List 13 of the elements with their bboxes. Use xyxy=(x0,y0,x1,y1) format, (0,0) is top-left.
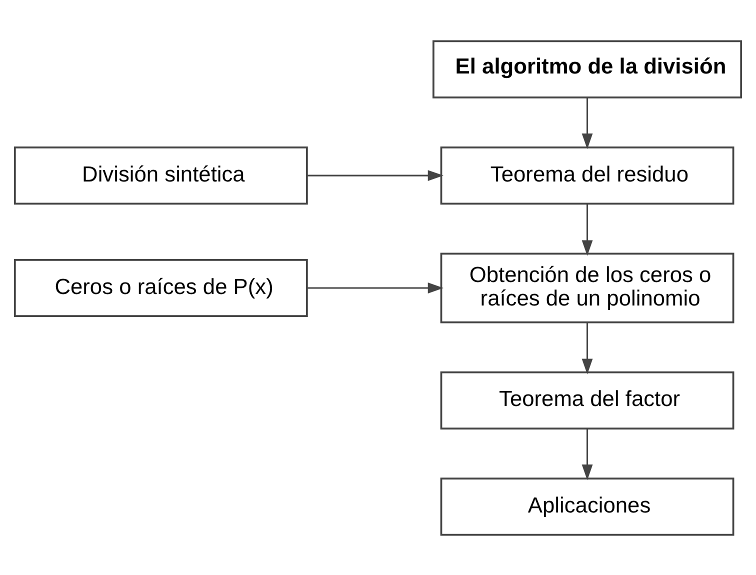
arrow xyxy=(307,170,444,181)
node-box: Aplicaciones xyxy=(440,477,734,536)
node-box: El algoritmo de la división xyxy=(432,40,742,98)
node-box: Ceros o raíces de P(x) xyxy=(14,258,308,317)
node-box: Teorema del factor xyxy=(440,370,734,429)
arrow xyxy=(582,428,593,480)
arrow xyxy=(307,282,444,293)
node-box: Teorema del residuo xyxy=(440,146,734,204)
node-box: Obtención de los ceros o raíces de un polinomio xyxy=(440,252,734,323)
arrow xyxy=(582,204,593,256)
node-box: División sintética xyxy=(14,146,308,204)
arrow xyxy=(582,322,593,374)
arrow xyxy=(582,98,593,149)
